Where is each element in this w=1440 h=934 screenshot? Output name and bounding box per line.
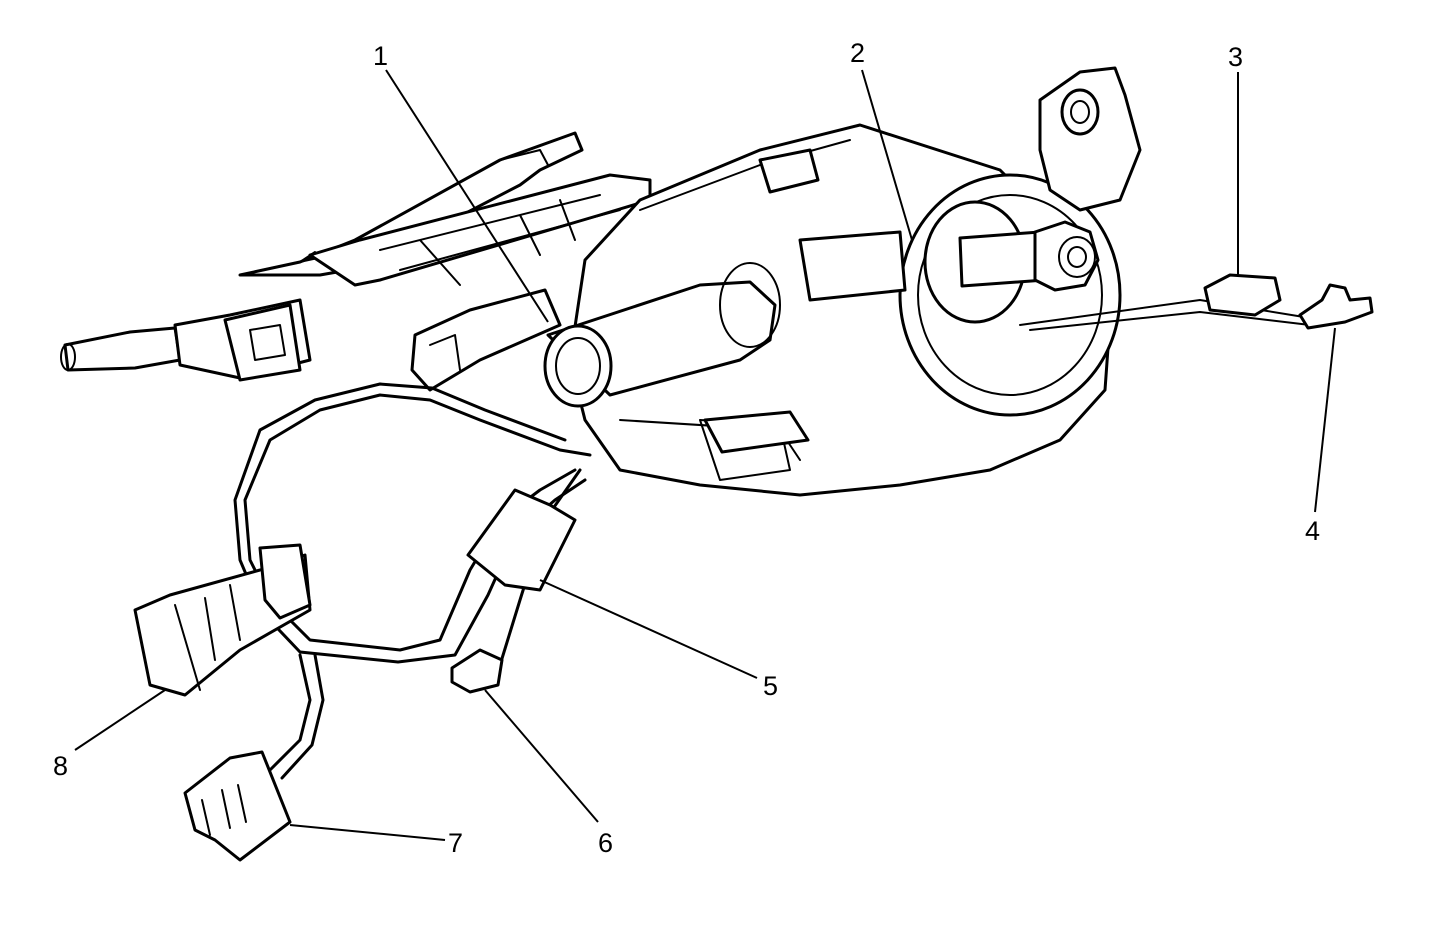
callout-labels: 1 2 3 4 5 6 7 8 (53, 38, 1320, 858)
callout-5: 5 (763, 671, 778, 701)
leader-6 (484, 689, 599, 823)
leader-1 (385, 69, 549, 323)
leader-2 (861, 69, 913, 241)
leader-lines (74, 69, 1336, 841)
callout-1: 1 (373, 41, 388, 71)
leader-8 (74, 689, 166, 751)
callout-3: 3 (1228, 42, 1243, 72)
callout-7: 7 (448, 828, 463, 858)
wiring-harness (133, 273, 1374, 862)
callout-8: 8 (53, 751, 68, 781)
callout-2: 2 (850, 38, 865, 68)
leader-5 (539, 579, 758, 679)
steering-column (60, 66, 1142, 497)
callout-6: 6 (598, 828, 613, 858)
leader-7 (289, 824, 446, 841)
callout-4: 4 (1305, 516, 1320, 546)
leader-4 (1314, 327, 1336, 513)
